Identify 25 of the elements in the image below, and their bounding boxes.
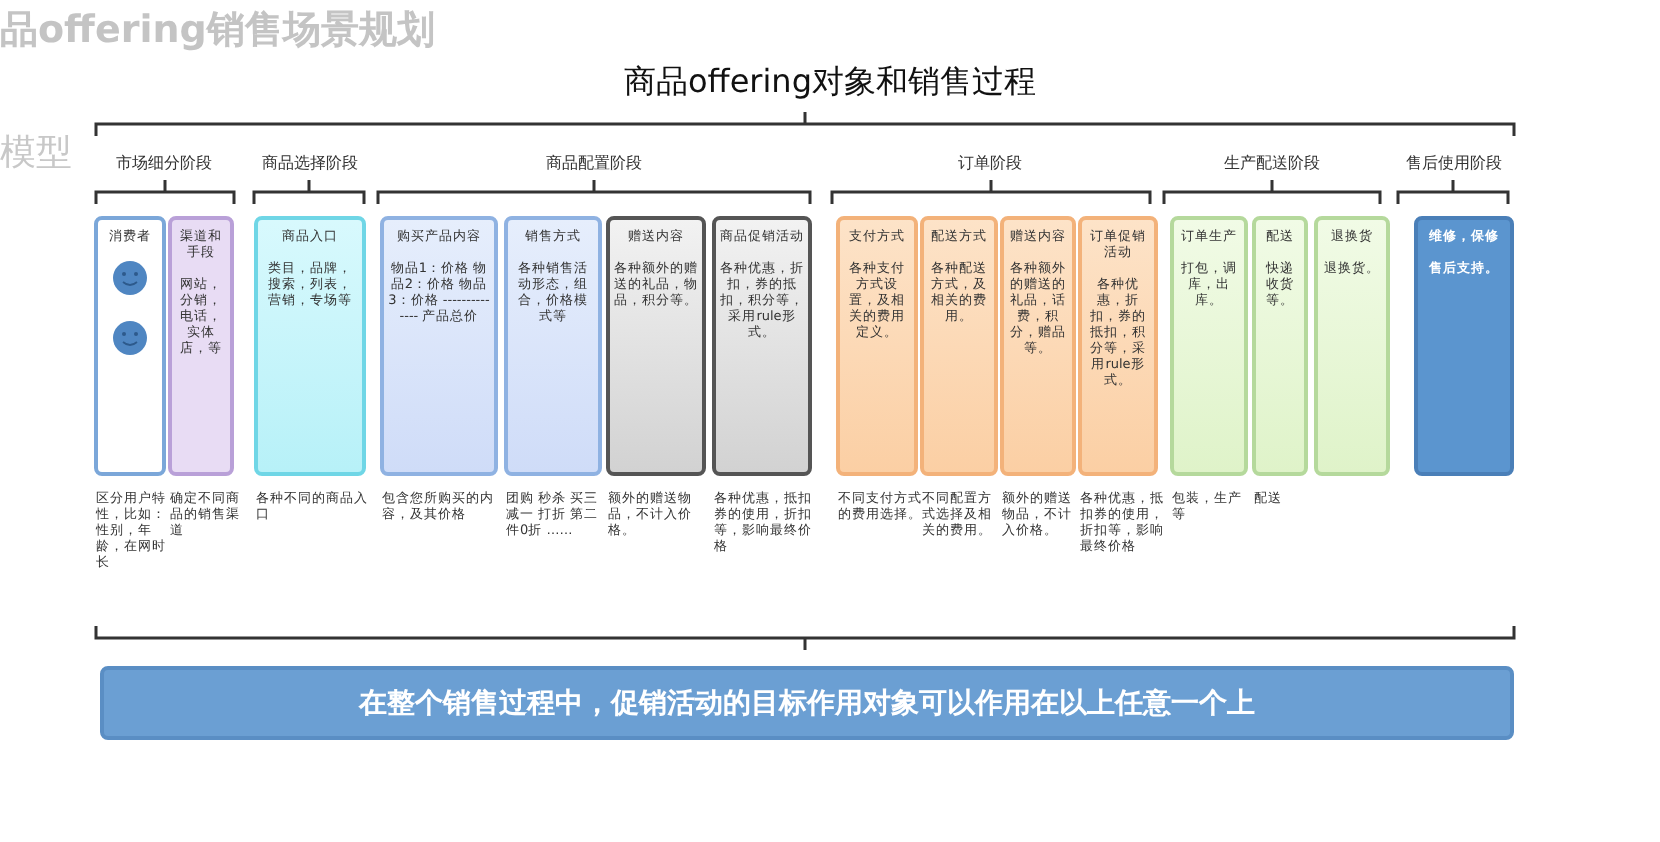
stage-label: 生产配送阶段 <box>1224 152 1320 174</box>
return-box <box>1314 216 1390 476</box>
sales-mode-box <box>504 216 602 476</box>
gift-box <box>606 216 706 476</box>
after-sales-box <box>1414 216 1514 476</box>
promotion-box <box>712 216 812 476</box>
stage-label: 市场细分阶段 <box>116 152 212 174</box>
banner-text: 在整个销售过程中，促销活动的目标作用对象可以作用在以上任意一个上 <box>359 685 1255 721</box>
delivery-mode-box <box>920 216 998 476</box>
stage-label: 售后使用阶段 <box>1406 152 1502 174</box>
production-box <box>1170 216 1248 476</box>
content-box <box>380 216 498 476</box>
channel-box <box>168 216 234 476</box>
promotion-box <box>1078 216 1158 476</box>
payment-box <box>836 216 918 476</box>
entry-box <box>254 216 366 476</box>
consumer-box <box>94 216 166 476</box>
summary-banner <box>100 666 1514 740</box>
background-heading: 品offering销售场景规划 <box>0 6 435 56</box>
stage-label: 商品配置阶段 <box>546 152 642 174</box>
stage-label: 订单阶段 <box>958 152 1022 174</box>
delivery-box <box>1252 216 1308 476</box>
title: 商品offering对象和销售过程 <box>622 62 1038 104</box>
gift-box <box>1000 216 1076 476</box>
stage-label: 商品选择阶段 <box>262 152 358 174</box>
